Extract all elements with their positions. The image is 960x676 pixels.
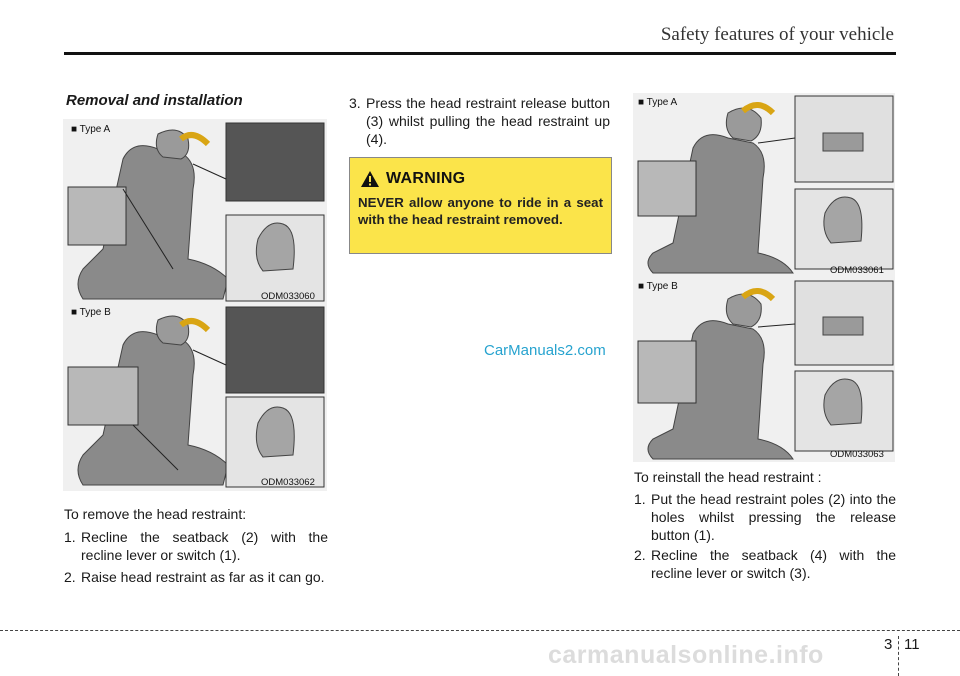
type-label: ■ Type A	[71, 124, 111, 135]
type-label: ■ Type B	[71, 307, 111, 318]
figure-left-type-a: ■ Type A ODM033060	[63, 119, 327, 305]
figure-code: ODM033063	[830, 449, 884, 460]
reinstall-intro: To reinstall the head restraint :	[634, 469, 822, 485]
seat-illustration	[633, 279, 895, 462]
remove-step-3: 3. Press the head restraint release butt…	[349, 95, 610, 147]
figure-code: ODM033062	[261, 477, 315, 488]
reinstall-step-2: 2. Recline the seatback (4) with the rec…	[634, 547, 896, 581]
figure-code: ODM033060	[261, 291, 315, 302]
footer-rule	[0, 630, 960, 631]
seat-illustration	[63, 305, 327, 491]
running-header: Safety features of your vehicle	[660, 24, 894, 45]
figure-left-type-b: ■ Type B ODM033062	[63, 305, 327, 491]
remove-intro: To remove the head restraint:	[64, 506, 247, 522]
header-rule	[64, 52, 896, 55]
warning-body: NEVER allow anyone to ride in a seat wit…	[358, 195, 603, 227]
chapter-number: 3	[884, 636, 893, 653]
remove-step-1: 1. Recline the seatback (2) with the rec…	[64, 529, 328, 563]
section-title: Removal and installation	[66, 92, 243, 109]
seat-illustration	[63, 119, 327, 305]
warning-icon	[361, 171, 379, 187]
remove-step-2: 2. Raise head restraint as far as it can…	[64, 569, 325, 585]
figure-right-type-a: ■ Type A ODM033061	[633, 93, 895, 279]
figure-code: ODM033061	[830, 265, 884, 276]
reinstall-step-1: 1. Put the head restraint poles (2) into…	[634, 491, 896, 543]
warning-heading: WARNING	[386, 170, 466, 187]
warning-box: WARNING NEVER allow anyone to ride in a …	[349, 157, 612, 254]
seat-illustration	[633, 93, 895, 279]
site-watermark: carmanualsonline.info	[548, 641, 824, 669]
type-label: ■ Type A	[638, 97, 678, 108]
figure-right-type-b: ■ Type B ODM033063	[633, 279, 895, 462]
page-separator	[898, 636, 900, 676]
type-label: ■ Type B	[638, 281, 678, 292]
page-number: 11	[904, 636, 920, 653]
watermark: CarManuals2.com	[484, 342, 606, 359]
